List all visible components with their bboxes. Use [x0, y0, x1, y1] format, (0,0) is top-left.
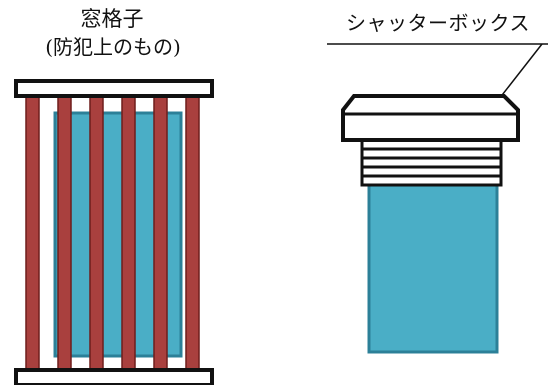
window-grille-title: 窓格子 — [80, 7, 144, 31]
shutter-label-leader-line — [498, 43, 543, 100]
shutter-slat — [360, 174, 503, 187]
grille-bar — [25, 95, 40, 371]
grille-bar — [89, 95, 104, 371]
shutter-window-glass — [367, 180, 499, 354]
grille-bar — [185, 95, 200, 371]
grille-bar — [153, 95, 168, 371]
window-grille-diagram — [14, 79, 214, 385]
grille-bottom-rail — [14, 368, 214, 385]
shutter-box-diagram — [327, 43, 548, 354]
window-grille-subtitle: (防犯上のもの) — [45, 35, 181, 59]
grille-top-rail — [14, 79, 214, 98]
grille-bars — [25, 95, 200, 371]
grille-bar — [57, 95, 72, 371]
shutter-box-housing — [341, 94, 520, 142]
shutter-box-label: シャッターボックス — [346, 11, 530, 35]
grille-bar — [121, 95, 136, 371]
shutter-slats — [360, 138, 503, 187]
